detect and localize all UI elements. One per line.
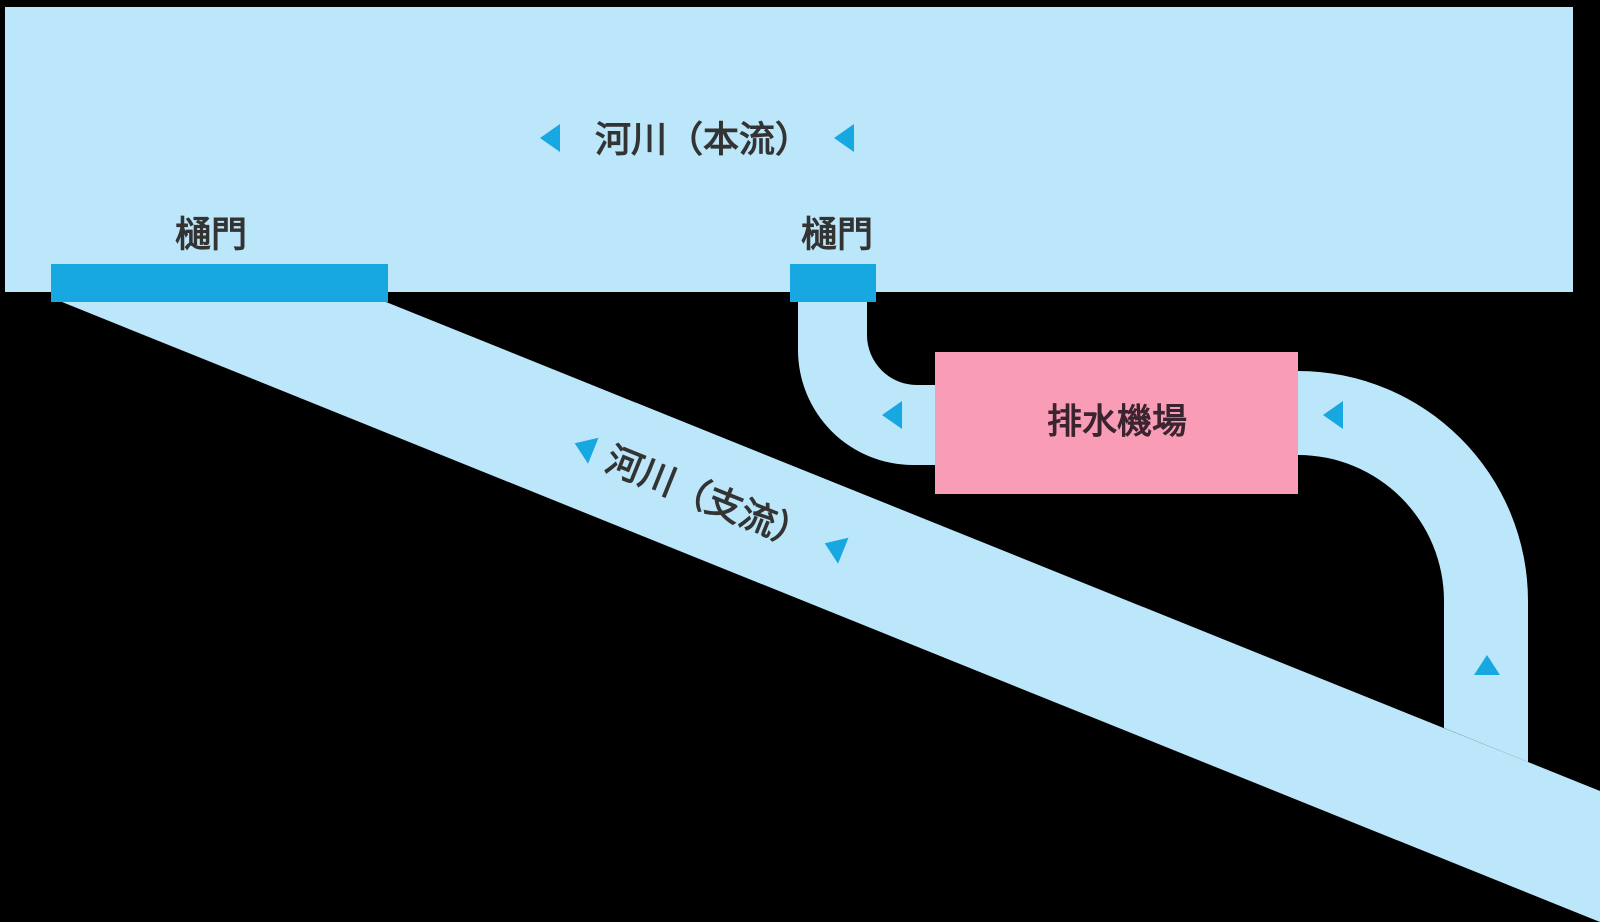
tributary-river-band: [62, 302, 1600, 922]
discharge-channel: [798, 292, 941, 465]
flow-arrow-left-icon: [540, 124, 560, 152]
main-river-band: [5, 7, 1573, 292]
intake-channel: [1292, 371, 1528, 762]
flow-arrow-left-icon: [1323, 401, 1343, 429]
sluice-gate-right-bar: [790, 264, 876, 302]
main-river-label: 河川（本流）: [595, 119, 811, 160]
sluice-gate-left-bar: [51, 264, 388, 302]
sluice-gate-left-label: 樋門: [175, 214, 247, 255]
flow-arrow-left-icon: [882, 401, 902, 429]
flow-arrow-up-icon: [1474, 655, 1500, 675]
flow-arrow-upstream-icon: [574, 437, 599, 464]
flow-arrow-upstream-icon: [824, 537, 849, 564]
flow-arrow-left-icon: [834, 124, 854, 152]
pump-station-label: 排水機場: [1047, 403, 1187, 442]
pump-station-box: [935, 352, 1298, 494]
sluice-gate-right-label: 樋門: [801, 214, 873, 255]
